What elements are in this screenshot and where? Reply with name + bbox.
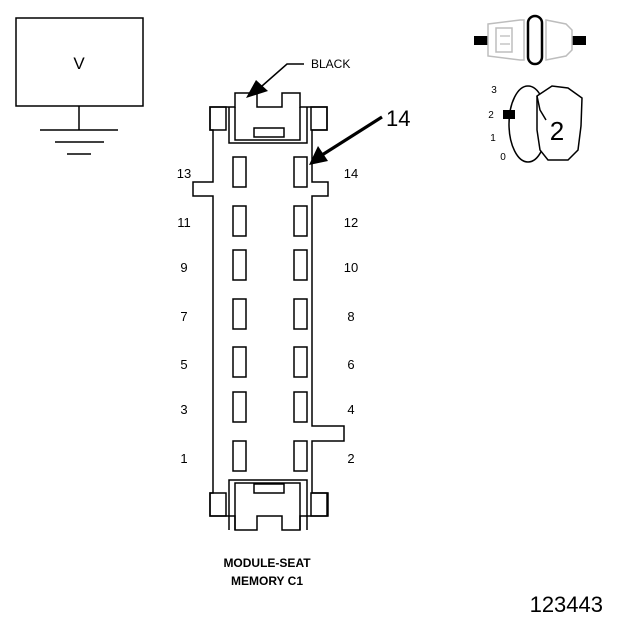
pin-cavity-3 <box>232 391 247 423</box>
selector-position: 1 <box>490 133 496 144</box>
voltmeter-symbol: V <box>15 17 144 155</box>
connector-body <box>192 92 345 531</box>
pin-cavity-9 <box>232 249 247 281</box>
selector-pointer-icon <box>503 110 515 119</box>
pin-label: 12 <box>344 215 358 230</box>
pin-label: 14 <box>344 166 358 181</box>
pin-cavity-4 <box>293 391 308 423</box>
pin-label: 9 <box>180 260 187 275</box>
pin-cavity-6 <box>293 346 308 378</box>
selector-position: 2 <box>488 110 494 121</box>
pin-labels-left: 13 11 9 7 5 3 1 <box>177 166 191 466</box>
selector-knob-icon: 3 2 1 0 2 <box>488 85 583 163</box>
pin-cavities <box>232 156 308 472</box>
pin-label: 2 <box>347 451 354 466</box>
pin-cavity-1 <box>232 440 247 472</box>
wire-color-callout: BLACK <box>246 57 350 98</box>
pin-label: 13 <box>177 166 191 181</box>
arrow-head-icon <box>246 80 268 98</box>
selector-value: 2 <box>550 116 564 146</box>
pin-cavity-8 <box>293 298 308 330</box>
pin-labels-right: 14 12 10 8 6 4 2 <box>344 166 358 466</box>
ground-icon <box>40 129 118 155</box>
pin-cavity-2 <box>293 440 308 472</box>
connector-caption-line1: MODULE-SEAT <box>223 556 311 570</box>
probe-connector-icon <box>474 14 586 66</box>
pin-label: 7 <box>180 309 187 324</box>
pin-label: 10 <box>344 260 358 275</box>
wire-color-label: BLACK <box>311 57 350 71</box>
selector-position: 3 <box>491 85 497 96</box>
pin-cavity-13 <box>232 156 247 188</box>
pin-cavity-14 <box>293 156 308 188</box>
figure-id: 123443 <box>530 592 603 617</box>
pin-label: 1 <box>180 451 187 466</box>
pin-label: 11 <box>177 215 191 230</box>
pin-label: 5 <box>180 357 187 372</box>
pin-label: 3 <box>180 402 187 417</box>
pin-label: 6 <box>347 357 354 372</box>
connector-caption-line2: MEMORY C1 <box>231 574 303 588</box>
pin-cavity-10 <box>293 249 308 281</box>
pin-cavity-5 <box>232 346 247 378</box>
selector-position: 0 <box>500 152 506 163</box>
pin-label: 4 <box>347 402 354 417</box>
pin-callout: 14 <box>309 106 410 165</box>
arrow-head-icon <box>309 146 328 165</box>
pin-callout-label: 14 <box>386 106 410 131</box>
pin-cavity-7 <box>232 298 247 330</box>
pin-label: 8 <box>347 309 354 324</box>
pin-cavity-11 <box>232 205 247 237</box>
voltmeter-label: V <box>73 54 85 73</box>
pin-cavity-12 <box>293 205 308 237</box>
